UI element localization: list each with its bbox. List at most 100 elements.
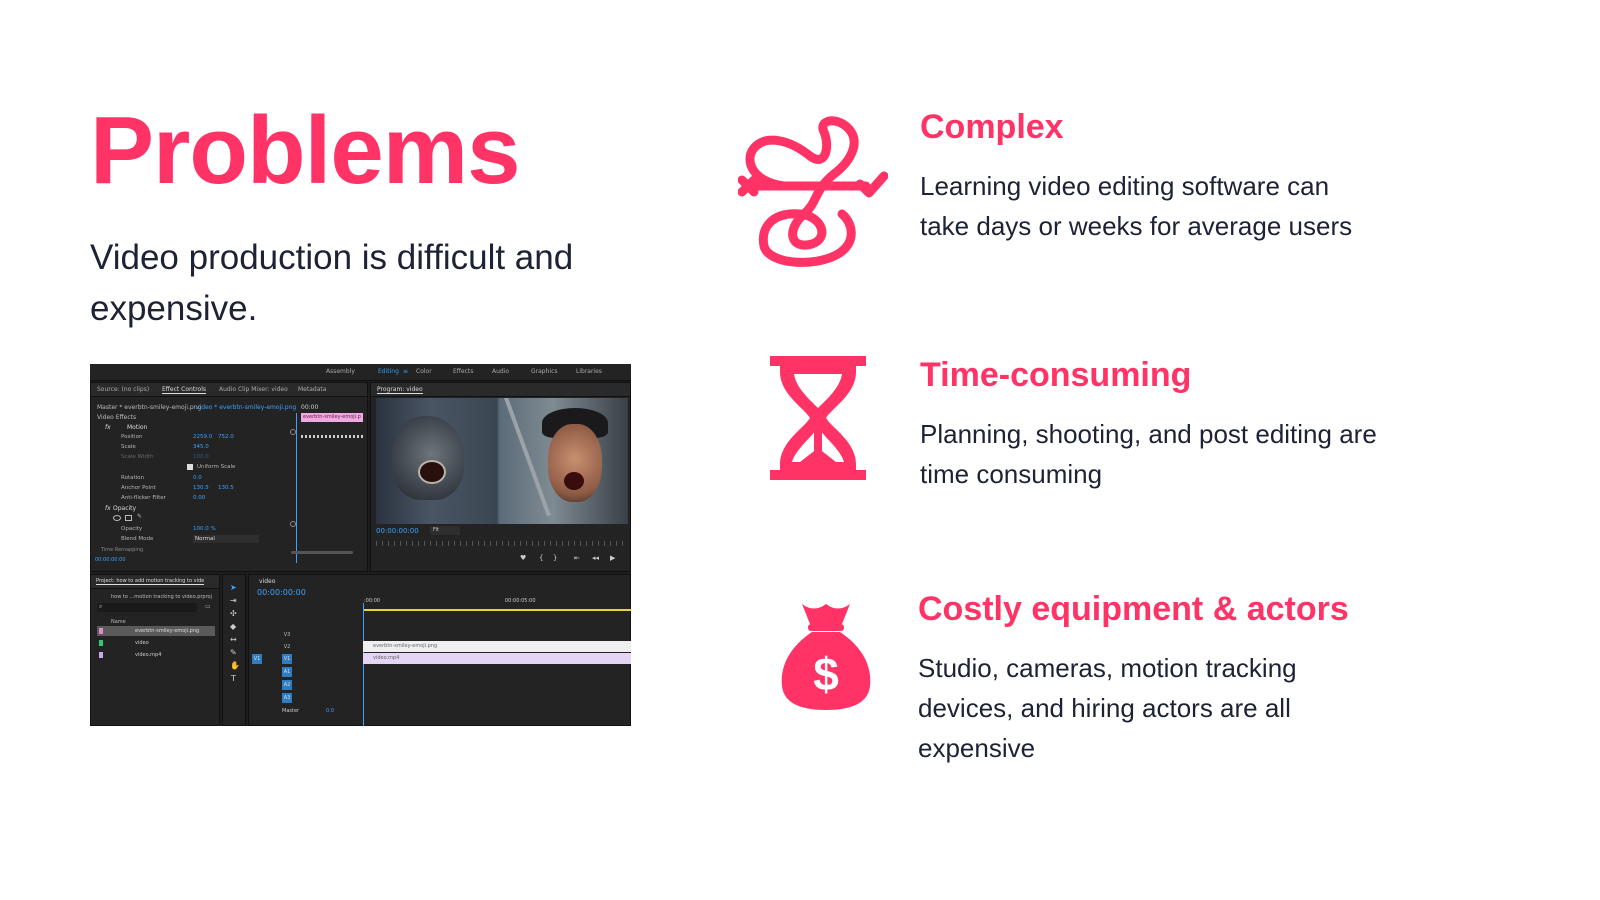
label-color-swatch [99, 652, 103, 658]
program-monitor-frame [376, 398, 628, 524]
opacity-section-label: Opacity [113, 505, 137, 512]
list-item[interactable]: video.mp4 [97, 650, 215, 660]
video-effects-label: Video Effects [97, 414, 137, 421]
tab-program[interactable]: Program: video [377, 386, 423, 394]
workspace-tab-editing[interactable]: Editing [378, 368, 399, 375]
timeline-clip-image[interactable]: everbtn-smiley-emoji.png [363, 641, 631, 652]
effect-timecode: 00:00 [301, 404, 319, 411]
item-description-time-consuming: Planning, shooting, and post editing are… [920, 419, 1377, 489]
label-color-swatch [99, 628, 103, 634]
workspace-bar: Assembly Editing ≡ Color Effects Audio G… [90, 364, 631, 381]
work-area-bar[interactable] [363, 609, 631, 611]
track-row-v2[interactable]: V2 [283, 644, 291, 650]
selection-tool-icon[interactable]: ➤ [230, 583, 237, 592]
slip-tool-icon[interactable]: ↔ [230, 635, 237, 644]
ellipse-mask-icon[interactable] [113, 515, 121, 521]
timeline-playhead[interactable] [363, 603, 364, 726]
sequence-clip-label[interactable]: video * everbtn-smiley-emoji.png [196, 404, 297, 411]
effect-playhead[interactable] [296, 413, 297, 563]
tab-project[interactable]: Project: how to add motion tracking to v… [96, 578, 205, 585]
ripple-edit-tool-icon[interactable]: ✣ [230, 609, 237, 618]
tangled-path-icon [737, 116, 889, 275]
effect-clip-bar[interactable]: everbtn-smiley-emoji.p [301, 413, 363, 422]
actor-mouth [564, 472, 584, 490]
search-icon: ⌕ [99, 603, 103, 610]
program-ruler[interactable] [376, 541, 628, 546]
workspace-tab-assembly[interactable]: Assembly [326, 368, 355, 375]
tools-panel: ➤ ⇥ ✣ ◆ ↔ ✎ ✋ T [222, 574, 246, 726]
tab-audio-clip-mixer[interactable]: Audio Clip Mixer: video [219, 386, 288, 393]
list-item[interactable]: everbtn-smiley-emoji.png [97, 626, 215, 636]
fx-icon[interactable]: fx [105, 424, 111, 431]
track-select-tool-icon[interactable]: ⇥ [230, 596, 237, 605]
ruler-start-label: :00:00 [364, 598, 381, 604]
timeline-clip-video[interactable]: video.mp4 [363, 653, 631, 664]
new-bin-icon[interactable]: ▭ [205, 603, 211, 610]
workspace-tab-color[interactable]: Color [416, 368, 432, 375]
track-row-a3[interactable]: A3 [282, 693, 292, 703]
time-remapping-label: Time Remapping [101, 547, 144, 553]
tab-source[interactable]: Source: (no clips) [97, 386, 150, 393]
track-row-a1[interactable]: A1 [282, 667, 292, 677]
hand-tool-icon[interactable]: ✋ [230, 661, 240, 670]
project-file-label: how to ...motion tracking to video.prpro… [111, 594, 212, 600]
keyframe-track [301, 435, 363, 438]
workspace-tab-audio[interactable]: Audio [492, 368, 510, 375]
rectangle-mask-icon[interactable] [125, 515, 132, 521]
pen-tool-icon[interactable]: ✎ [230, 648, 237, 657]
zoom-select[interactable]: Fit [430, 526, 460, 535]
track-row-a2[interactable]: A2 [282, 680, 292, 690]
go-to-in-icon[interactable]: ⇤ [574, 554, 580, 562]
master-clip-label[interactable]: Master * everbtn-smiley-emoji.png [97, 404, 202, 411]
project-search-input[interactable]: ⌕ [97, 603, 197, 612]
label-color-swatch [99, 640, 103, 646]
effect-controls-panel: Source: (no clips) Effect Controls Audio… [90, 382, 368, 572]
dollar-sign-icon: $ [813, 648, 839, 700]
tab-metadata[interactable]: Metadata [298, 386, 327, 393]
step-back-icon[interactable]: ◂◂ [592, 554, 600, 562]
money-bag-icon: $ [780, 600, 872, 717]
mark-in-icon[interactable]: { [539, 554, 544, 562]
play-icon[interactable]: ▶ [610, 554, 616, 562]
actor-face [548, 424, 602, 502]
ape-face [392, 416, 464, 500]
track-row-v3[interactable]: V3 [283, 632, 291, 638]
sequence-timecode[interactable]: 00:00:00:00 [257, 588, 306, 597]
name-column-header[interactable]: Name [111, 619, 126, 625]
program-timecode[interactable]: 00:00:00:00 [376, 527, 419, 535]
mark-out-icon[interactable]: } [553, 554, 558, 562]
workspace-tab-effects[interactable]: Effects [453, 368, 474, 375]
pen-mask-icon[interactable]: ✎ [137, 513, 143, 520]
property-row[interactable]: Uniform Scale [91, 463, 291, 473]
blend-mode-select[interactable]: Normal [193, 535, 259, 543]
razor-tool-icon[interactable]: ◆ [230, 622, 237, 631]
master-track-value[interactable]: 0.0 [326, 708, 334, 714]
workspace-tab-libraries[interactable]: Libraries [576, 368, 602, 375]
item-title-complex: Complex [920, 108, 1064, 146]
list-item[interactable]: video [97, 638, 215, 648]
reset-icon[interactable] [290, 429, 296, 435]
type-tool-icon[interactable]: T [231, 674, 236, 683]
workspace-tab-graphics[interactable]: Graphics [531, 368, 558, 375]
add-marker-icon[interactable]: ♥ [520, 554, 527, 562]
fx-icon[interactable]: fx [105, 505, 111, 512]
checkbox-icon[interactable] [187, 464, 193, 470]
motion-label: Motion [127, 424, 148, 431]
tab-effect-controls[interactable]: Effect Controls [162, 386, 206, 394]
item-title-time-consuming: Time-consuming [920, 356, 1192, 394]
page-title: Problems [90, 97, 520, 204]
effect-bottom-timecode: 00:00:00:00 [95, 557, 126, 563]
sequence-tab[interactable]: video [259, 578, 276, 585]
zoom-scrollbar[interactable] [291, 551, 353, 554]
menu-icon[interactable]: ≡ [403, 368, 409, 375]
reset-icon[interactable] [290, 521, 296, 527]
